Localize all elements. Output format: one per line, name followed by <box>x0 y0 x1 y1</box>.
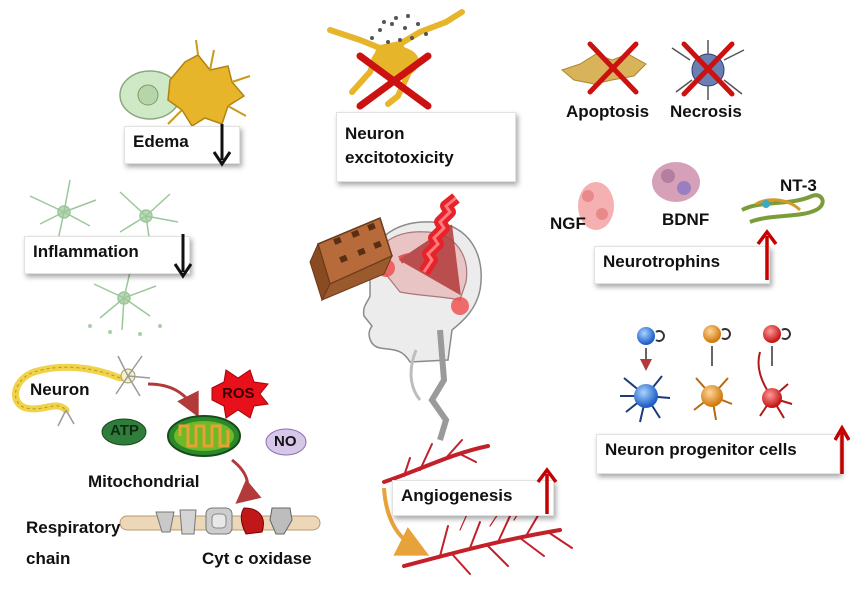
no-label: NO <box>274 433 297 450</box>
neurotrophins-label: Neurotrophins <box>603 252 720 271</box>
angiogenesis-label-box: Angiogenesis <box>392 480 554 516</box>
edema-label: Edema <box>133 132 189 151</box>
atp-label: ATP <box>110 422 139 439</box>
bdnf-protein-illustration <box>652 162 700 202</box>
mitochondrial-label: Mitochondrial <box>88 472 199 492</box>
apoptosis-illustration <box>562 44 646 92</box>
edema-illustration <box>120 40 250 126</box>
excitotoxicity-label-line1: Neuron <box>345 123 507 145</box>
progenitor-label: Neuron progenitor cells <box>605 440 797 459</box>
ngf-label: NGF <box>550 214 586 234</box>
inflammation-label: Inflammation <box>33 242 139 261</box>
neuron-label: Neuron <box>30 380 90 400</box>
respiratory-chain-illustration <box>120 508 320 534</box>
progenitor-orange-illustration <box>694 325 732 420</box>
necrosis-illustration <box>672 40 744 100</box>
neurotrophins-label-box: Neurotrophins <box>594 246 770 284</box>
edema-decrease-arrow <box>212 122 232 168</box>
cyt-c-oxidase-label: Cyt c oxidase <box>202 549 312 569</box>
necrosis-label: Necrosis <box>670 102 742 122</box>
mito-to-chain-arrow <box>232 460 248 500</box>
nt3-protein-illustration <box>742 195 823 222</box>
inflammation-decrease-arrow <box>172 232 194 280</box>
nt3-label: NT-3 <box>780 176 817 196</box>
angiogenesis-label: Angiogenesis <box>401 486 512 505</box>
progenitor-increase-arrow <box>834 424 850 476</box>
bdnf-label: BDNF <box>662 210 709 230</box>
progenitor-red-illustration <box>759 325 793 418</box>
mitochondrion-icon <box>168 416 240 456</box>
respiratory-label-line1: Respiratory <box>26 518 120 538</box>
angiogenesis-increase-arrow <box>536 466 558 516</box>
ros-label: ROS <box>222 385 255 402</box>
neuron-to-mito-arrow <box>148 384 196 412</box>
inflammation-label-box: Inflammation <box>24 236 190 274</box>
apoptosis-label: Apoptosis <box>566 102 649 122</box>
excitotoxicity-label-box: Neuron excitotoxicity <box>336 112 516 182</box>
progenitor-blue-illustration <box>620 327 670 422</box>
excitotoxicity-label-line2: excitotoxicity <box>345 147 507 169</box>
progenitor-label-box: Neuron progenitor cells <box>596 434 840 474</box>
neurotrophins-increase-arrow <box>756 228 778 282</box>
respiratory-label-line2: chain <box>26 549 70 569</box>
excitotoxicity-illustration <box>330 12 462 106</box>
